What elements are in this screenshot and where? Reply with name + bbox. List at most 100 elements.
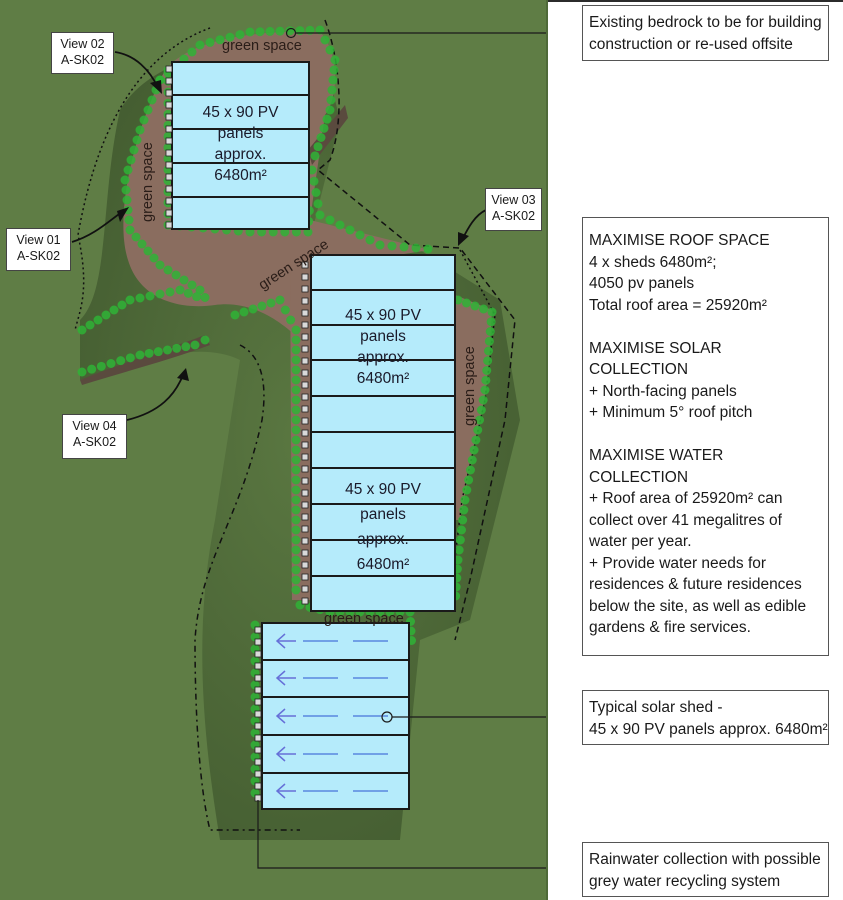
tree bbox=[320, 35, 330, 45]
downpipe bbox=[301, 321, 309, 329]
tree bbox=[144, 348, 154, 358]
tree bbox=[291, 415, 301, 425]
tree bbox=[192, 292, 202, 302]
shed-label-line: 6480m² bbox=[356, 370, 410, 387]
tree bbox=[365, 235, 375, 245]
view-tag-04[interactable]: View 04 A-SK02 bbox=[62, 414, 127, 459]
green-space-label-south: green space bbox=[324, 611, 404, 627]
downpipe bbox=[165, 197, 173, 205]
tree bbox=[179, 275, 189, 285]
tree bbox=[248, 304, 258, 314]
view-tag-03[interactable]: View 03 A-SK02 bbox=[485, 188, 542, 231]
downpipe bbox=[301, 549, 309, 557]
spacer bbox=[589, 424, 822, 446]
view-tag-view: View 01 bbox=[16, 233, 61, 247]
tree bbox=[375, 240, 385, 250]
note-bedrock: Existing bedrock to be for building cons… bbox=[582, 5, 829, 61]
view-tag-02[interactable]: View 02 A-SK02 bbox=[51, 32, 114, 74]
tree bbox=[291, 525, 301, 535]
boundary-line-east bbox=[316, 19, 516, 641]
tree bbox=[200, 335, 210, 345]
tree bbox=[484, 336, 494, 346]
tree bbox=[328, 75, 338, 85]
note-line: Rainwater collection with possible bbox=[589, 851, 821, 868]
note-line: 4 x sheds 6480m²; bbox=[589, 253, 717, 271]
tree bbox=[291, 435, 301, 445]
tree bbox=[462, 298, 471, 308]
note-line: water per year. bbox=[589, 533, 692, 550]
tree bbox=[155, 260, 165, 270]
tree bbox=[137, 239, 147, 249]
tree bbox=[309, 176, 319, 186]
tree bbox=[190, 340, 200, 350]
downpipe bbox=[301, 573, 309, 581]
downpipe bbox=[301, 405, 309, 413]
boundary-line-west bbox=[74, 27, 211, 331]
downpipe bbox=[254, 650, 262, 658]
downpipe bbox=[165, 125, 173, 133]
tree bbox=[458, 515, 468, 525]
tree bbox=[132, 135, 142, 145]
tree bbox=[183, 288, 193, 298]
soil-area-east bbox=[455, 295, 492, 520]
note-line: Total roof area = 25920m² bbox=[589, 296, 767, 314]
shed-label-line: 45 x 90 PV bbox=[202, 104, 279, 121]
tree bbox=[87, 364, 97, 374]
downpipe bbox=[254, 734, 262, 742]
tree bbox=[399, 242, 409, 252]
note-line: + Roof area of 25920m² can bbox=[589, 490, 783, 507]
downpipe bbox=[301, 489, 309, 497]
solar-shed-2-3 bbox=[310, 254, 456, 612]
tree bbox=[470, 301, 480, 311]
water-heading: MAXIMISE WATER bbox=[589, 447, 724, 464]
tree bbox=[153, 347, 163, 357]
tree bbox=[125, 225, 135, 235]
tree bbox=[172, 343, 182, 353]
tree bbox=[121, 185, 131, 195]
tree bbox=[465, 465, 475, 475]
tree bbox=[93, 315, 103, 325]
tree bbox=[145, 291, 155, 301]
tree bbox=[235, 30, 245, 40]
tree bbox=[116, 356, 126, 366]
tree bbox=[85, 320, 95, 330]
downpipe bbox=[301, 453, 309, 461]
tree bbox=[322, 114, 332, 124]
tree bbox=[291, 365, 301, 375]
tree bbox=[471, 435, 481, 445]
downpipe bbox=[254, 698, 262, 706]
tree bbox=[147, 95, 157, 105]
tree bbox=[291, 545, 301, 555]
tree bbox=[96, 361, 106, 371]
tree bbox=[131, 232, 141, 242]
tree bbox=[291, 405, 301, 415]
tree bbox=[143, 105, 153, 115]
tree bbox=[165, 287, 175, 297]
view-tag-01[interactable]: View 01 A-SK02 bbox=[6, 228, 71, 271]
tree bbox=[255, 27, 265, 37]
tree bbox=[467, 455, 477, 465]
tree bbox=[295, 26, 305, 36]
downpipe bbox=[301, 357, 309, 365]
downpipe bbox=[301, 585, 309, 593]
tree bbox=[291, 345, 301, 355]
downpipe bbox=[301, 417, 309, 425]
tree bbox=[77, 325, 87, 335]
tree bbox=[345, 225, 355, 235]
downpipe bbox=[254, 638, 262, 646]
tree bbox=[120, 175, 130, 185]
green-space-label-west: green space bbox=[140, 142, 156, 222]
tree bbox=[473, 425, 483, 435]
shed-label-line: 6480m² bbox=[356, 556, 410, 573]
spacer bbox=[589, 316, 822, 338]
downpipe bbox=[165, 149, 173, 157]
view-tag-ref: A-SK02 bbox=[60, 53, 105, 67]
tree bbox=[245, 27, 255, 37]
tree bbox=[239, 307, 249, 317]
shed-label-line: approx. bbox=[357, 531, 409, 548]
tree bbox=[291, 535, 301, 545]
tree bbox=[286, 315, 296, 325]
note-line: + Minimum 5° roof pitch bbox=[589, 404, 753, 421]
tree bbox=[291, 325, 301, 335]
tree bbox=[325, 105, 335, 115]
